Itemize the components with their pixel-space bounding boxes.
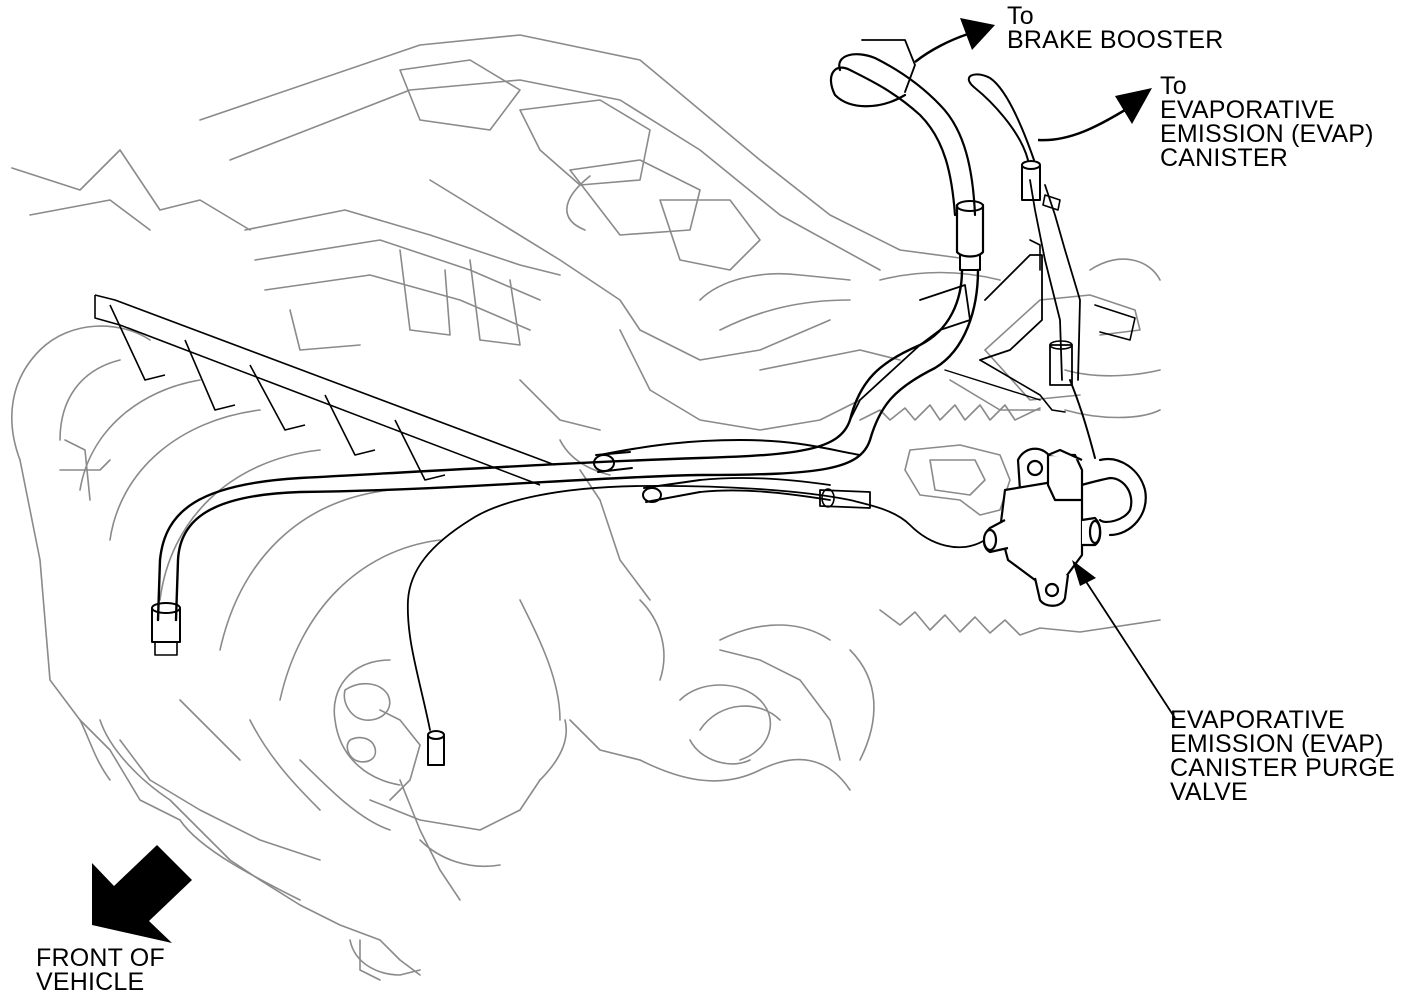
intake-manifold-bar: [94, 294, 556, 486]
label-front-of-vehicle-line1: FRONT OF: [36, 944, 165, 972]
vacuum-hoses: [151, 39, 1147, 766]
label-to-brake-booster: To BRAKE BOOSTER: [1007, 2, 1224, 54]
arrow-down-left-icon: [92, 845, 192, 943]
purge-valve-leader: [1084, 579, 1176, 719]
label-to-brake-booster-line2: BRAKE BOOSTER: [1007, 26, 1224, 54]
evap-purge-valve: [982, 447, 1102, 607]
label-evap-purge-valve: EVAPORATIVE EMISSION (EVAP) CANISTER PUR…: [1170, 706, 1396, 806]
purge-valve-leader-arrowhead: [1072, 560, 1096, 586]
label-to-brake-booster-line1: To: [1007, 2, 1034, 30]
arrow-right-icon: [1037, 88, 1152, 142]
label-to-evap-canister-line3: EMISSION (EVAP): [1160, 120, 1374, 148]
label-front-of-vehicle-line2: VEHICLE: [36, 968, 145, 996]
engine-outline: [11, 34, 1161, 981]
label-to-evap-canister-line2: EVAPORATIVE: [1160, 96, 1335, 124]
label-evap-purge-valve-line1: EVAPORATIVE: [1170, 706, 1345, 734]
label-to-evap-canister: To EVAPORATIVE EMISSION (EVAP) CANISTER: [1160, 72, 1374, 172]
label-front-of-vehicle: FRONT OF VEHICLE: [36, 944, 165, 996]
label-evap-purge-valve-line3: CANISTER PURGE: [1170, 754, 1396, 782]
label-to-evap-canister-line4: CANISTER: [1160, 144, 1289, 172]
label-to-evap-canister-line1: To: [1160, 72, 1187, 100]
label-evap-purge-valve-line2: EMISSION (EVAP): [1170, 730, 1384, 758]
label-evap-purge-valve-line4: VALVE: [1170, 778, 1248, 806]
arrow-right-icon: [914, 18, 995, 63]
